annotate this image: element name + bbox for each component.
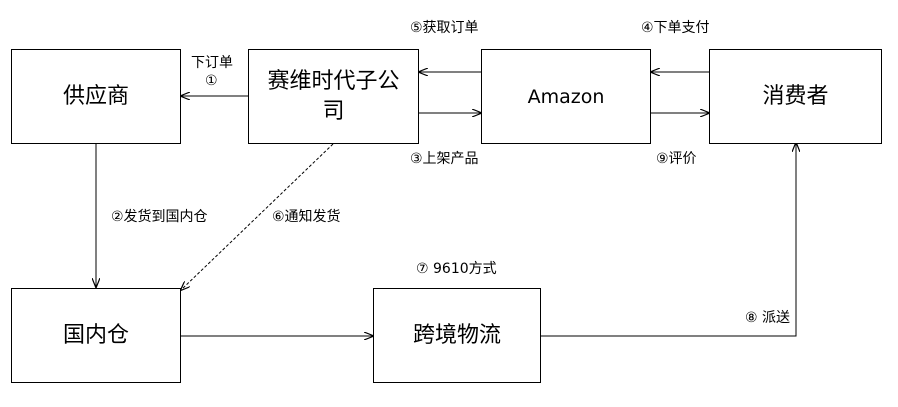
- label-review: ⑨评价: [656, 151, 697, 167]
- node-supplier-label: 供应商: [62, 83, 129, 109]
- label-place-order: 下订单: [191, 55, 233, 71]
- node-consumer: 消费者: [709, 49, 882, 144]
- label-get-order: ⑤获取订单: [410, 20, 479, 36]
- node-consumer-label: 消费者: [762, 83, 829, 109]
- arrow-notify-ship: [181, 143, 334, 290]
- node-saiwei: 赛维时代子公司: [248, 49, 419, 144]
- arrow-logistics-to-consumer: [541, 143, 796, 337]
- node-saiwei-label: 赛维时代子公司: [267, 68, 400, 124]
- node-logistics: 跨境物流: [373, 288, 541, 383]
- node-logistics-label: 跨境物流: [412, 322, 501, 348]
- label-list-products: ③上架产品: [410, 151, 479, 167]
- label-deliver: ⑧ 派送: [745, 310, 791, 326]
- node-amazon: Amazon: [481, 49, 651, 144]
- node-warehouse-label: 国内仓: [62, 322, 129, 348]
- label-9610-mode: ⑦ 9610方式: [416, 261, 497, 277]
- label-ship-to-warehouse: ②发货到国内仓: [111, 209, 208, 225]
- node-amazon-label: Amazon: [527, 85, 605, 108]
- node-supplier: 供应商: [11, 49, 181, 144]
- node-warehouse: 国内仓: [11, 288, 181, 383]
- label-place-order-num: ①: [205, 73, 218, 89]
- label-order-pay: ④下单支付: [641, 20, 710, 36]
- label-notify-ship: ⑥通知发货: [272, 209, 341, 225]
